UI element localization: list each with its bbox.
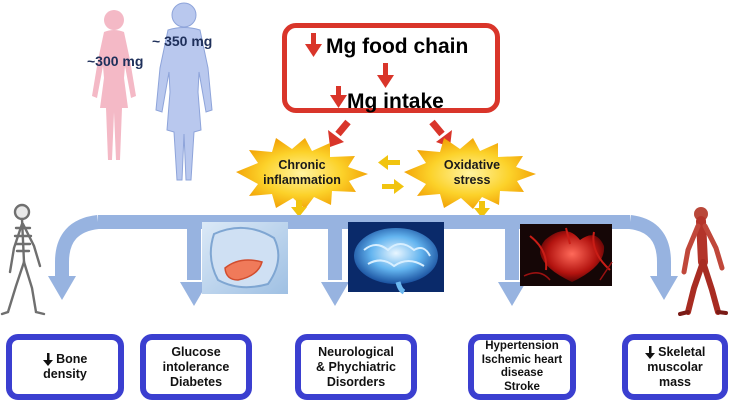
outcome-bone-density: Bone density: [6, 334, 124, 400]
female-silhouette-icon: [92, 10, 136, 160]
mg-intake-box: [282, 23, 500, 113]
oxidative-starburst-icon: [404, 138, 536, 209]
outcome-skeletal-muscle: Skeletal muscolar mass: [622, 334, 728, 400]
outcome-glucose: Glucose intolerance Diabetes: [140, 334, 252, 400]
branch-arrowheads: [48, 276, 678, 306]
pancreas-image: [202, 222, 288, 294]
cardio-line-2: Ischemic heart: [481, 353, 563, 366]
glucose-line-1: Glucose: [171, 344, 221, 359]
cardio-line-1: Hypertension: [485, 340, 559, 352]
skeleton-walking-icon: [0, 203, 46, 316]
heart-image: [520, 224, 613, 286]
muscle-line-1: Skeletal: [658, 344, 706, 359]
oxidative-line-2: stress: [453, 173, 491, 187]
oxidative-label: Oxidative stress: [424, 158, 520, 188]
oxidative-line-1: Oxidative: [443, 158, 501, 172]
neuro-line-2: & Phychiatric: [316, 359, 396, 374]
outcome-cardiovascular: Hypertension Ischemic heart disease Stro…: [468, 334, 576, 400]
neuro-line-3: Disorders: [326, 374, 386, 389]
brain-image: [348, 222, 444, 295]
oxidative-to-inflammation-arrow-icon: [378, 155, 400, 170]
inflammation-label: Chronic inflammation: [254, 158, 350, 188]
intake-down-arrow-icon: [330, 86, 347, 108]
male-dose-label: ~ 350 mg: [152, 33, 213, 49]
inflammation-to-oxidative-arrow-icon: [382, 179, 404, 194]
glucose-line-2: intolerance: [162, 359, 230, 374]
outcome-neurological: Neurological & Phychiatric Disorders: [295, 334, 417, 400]
inflammation-line-1: Chronic: [278, 158, 326, 172]
decrease-arrow-icon: [42, 353, 53, 367]
inflammation-starburst-icon: [236, 138, 368, 209]
neuro-line-1: Neurological: [318, 344, 394, 359]
bone-line-2: density: [43, 367, 87, 381]
glucose-line-3: Diabetes: [169, 374, 223, 389]
cardio-line-4: Stroke: [504, 380, 540, 393]
food-chain-down-arrow-icon: [305, 33, 322, 57]
food-chain-label: Mg food chain: [326, 35, 469, 58]
intake-to-inflammation-arrow-icon: [328, 119, 351, 147]
cardio-line-3: disease: [500, 367, 544, 379]
muscle-anatomy-figure-icon: [678, 207, 728, 316]
muscle-line-3: mass: [659, 374, 691, 389]
muscle-line-2: muscolar: [647, 359, 703, 374]
intake-label: Mg intake: [347, 90, 444, 113]
inflammation-down-arrow-icon: [291, 200, 307, 217]
inflammation-line-2: inflammation: [263, 173, 341, 187]
chain-to-intake-arrow-icon: [377, 63, 394, 88]
bone-line-1: Bone: [56, 352, 88, 366]
decrease-arrow-icon: [644, 345, 655, 359]
male-silhouette-icon: [155, 2, 213, 181]
oxidative-down-arrow-icon: [474, 201, 490, 218]
female-dose-label: ~300 mg: [87, 53, 144, 69]
